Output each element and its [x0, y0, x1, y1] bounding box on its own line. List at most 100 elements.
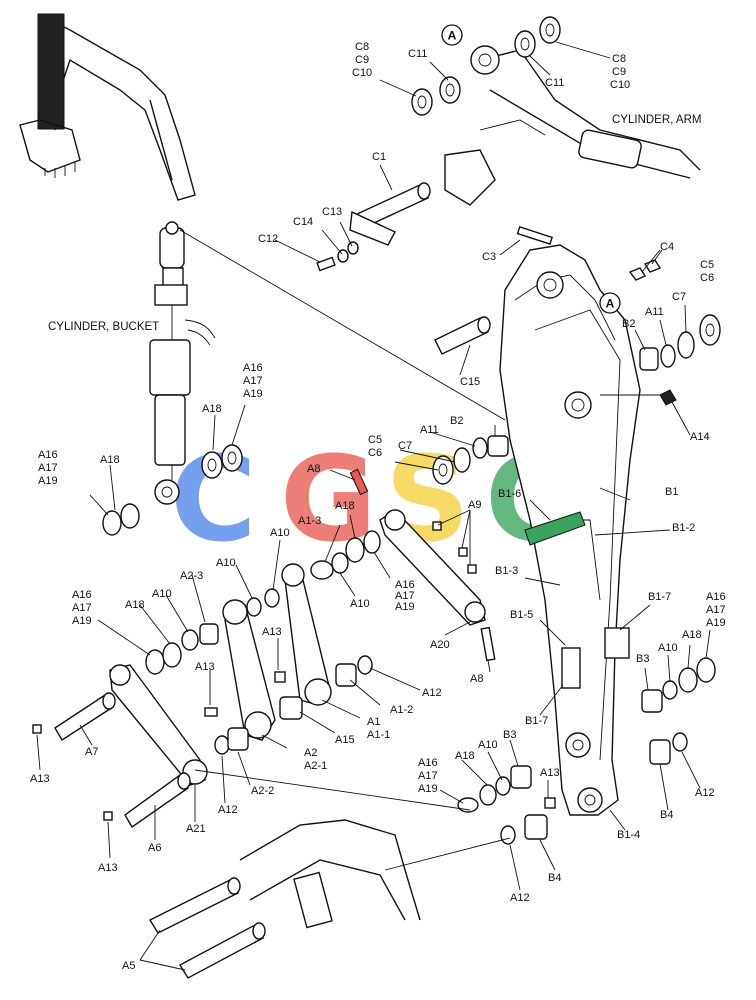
label-a21: A21 [186, 823, 206, 835]
label-a18-f: A18 [455, 750, 475, 762]
label-b3-right: B3 [636, 653, 649, 665]
label-b1-7a: B1-7 [648, 591, 671, 603]
label-b1-5: B1-5 [510, 609, 533, 621]
label-a13-c: A13 [30, 773, 50, 785]
label-c13: C13 [322, 206, 342, 218]
label-a19-c: A19 [395, 601, 415, 613]
b1-6-plate [524, 511, 586, 546]
label-a14: A14 [690, 431, 710, 443]
label-a19-d: A19 [72, 615, 92, 627]
label-a1-1: A1-1 [367, 729, 390, 741]
label-a17-d: A17 [72, 602, 92, 614]
label-c10-top: C10 [352, 67, 372, 79]
label-a12-c: A12 [695, 787, 715, 799]
label-c5-right: C5 [700, 259, 714, 271]
label-c1: C1 [372, 151, 386, 163]
label-a13-a: A13 [262, 626, 282, 638]
label-a19-f: A19 [418, 783, 438, 795]
label-b2-upper: B2 [622, 318, 635, 330]
label-a17-c: A17 [395, 590, 415, 602]
label-a17-a: A17 [243, 375, 263, 387]
arm-cylinder [444, 45, 701, 206]
label-c4: C4 [660, 241, 674, 253]
label-a9: A9 [468, 499, 481, 511]
label-a10-a: A10 [270, 527, 290, 539]
ref-marker-arm: A [599, 292, 621, 314]
label-a18-b: A18 [100, 454, 120, 466]
label-a6: A6 [148, 842, 161, 854]
label-a2-1: A2-1 [304, 760, 327, 772]
label-a10-b: A10 [216, 557, 236, 569]
label-c15: C15 [460, 376, 480, 388]
label-a10-d: A10 [152, 588, 172, 600]
label-a5: A5 [122, 960, 135, 972]
label-b4-low: B4 [548, 872, 561, 884]
caption-cylinder-arm: CYLINDER, ARM [612, 114, 701, 126]
label-b1-4: B1-4 [617, 829, 640, 841]
label-a8-top: A8 [307, 463, 320, 475]
label-a16-d: A16 [72, 589, 92, 601]
label-a1: A1 [367, 716, 380, 728]
label-a2: A2 [304, 747, 317, 759]
label-c14: C14 [293, 216, 313, 228]
label-c6-mid: C6 [368, 447, 382, 459]
label-a10-c: A10 [350, 598, 370, 610]
label-a15: A15 [335, 734, 355, 746]
label-b1: B1 [665, 486, 678, 498]
label-a12-b: A12 [218, 804, 238, 816]
label-c5-mid: C5 [368, 434, 382, 446]
label-a19-e: A19 [706, 617, 726, 629]
pins-and-links [54, 182, 553, 829]
label-a16-a: A16 [243, 362, 263, 374]
label-b1-3: B1-3 [495, 565, 518, 577]
label-c8-right: C8 [612, 53, 626, 65]
label-a7: A7 [85, 746, 98, 758]
label-c8-top: C8 [355, 41, 369, 53]
label-a12-d: A12 [510, 892, 530, 904]
label-a13-e: A13 [540, 767, 560, 779]
label-a18-e: A18 [682, 629, 702, 641]
label-c3: C3 [482, 251, 496, 263]
label-a19-b: A19 [38, 475, 58, 487]
label-a10-e: A10 [658, 642, 678, 654]
label-b1-6: B1-6 [498, 488, 521, 500]
label-a18-red: A18 [335, 500, 355, 512]
label-a2-2: A2-2 [251, 785, 274, 797]
label-a19-a: A19 [243, 388, 263, 400]
label-c11-right: C11 [545, 77, 564, 89]
ref-marker-top: A [441, 24, 463, 46]
label-a11-mid: A11 [420, 424, 439, 436]
label-c12: C12 [258, 233, 278, 245]
label-c11-top: C11 [408, 48, 427, 60]
label-b2-mid: B2 [450, 415, 463, 427]
label-a17-e: A17 [706, 604, 726, 616]
label-a13-b: A13 [195, 661, 215, 673]
label-a2-3: A2-3 [180, 570, 203, 582]
label-a16-c: A16 [395, 579, 415, 591]
label-b4-right: B4 [660, 809, 673, 821]
label-a20: A20 [430, 639, 450, 651]
label-c10-right: C10 [610, 79, 630, 91]
caption-cylinder-bucket: CYLINDER, BUCKET [48, 321, 159, 333]
part-labels: C8 C9 C10 C11 C8 C9 C10 C11 C1 C12 C13 C… [30, 41, 726, 972]
label-c9-right: C9 [612, 66, 626, 78]
label-a12-a: A12 [422, 687, 442, 699]
label-a17-b: A17 [38, 462, 58, 474]
label-a8-bolt: A8 [470, 673, 483, 685]
label-a11-upper: A11 [645, 306, 664, 318]
label-a17-f: A17 [418, 770, 438, 782]
svg-text:A: A [606, 297, 615, 311]
leader-lines [36, 41, 711, 971]
label-b1-2: B1-2 [672, 522, 695, 534]
label-a10-f: A10 [478, 739, 498, 751]
label-c7-mid: C7 [398, 440, 412, 452]
bucket-cylinder [149, 221, 216, 505]
label-a16-e: A16 [706, 591, 726, 603]
label-a18-a: A18 [202, 403, 222, 415]
label-c6-right: C6 [700, 272, 714, 284]
label-c9-top: C9 [355, 54, 369, 66]
label-a16-b: A16 [38, 449, 58, 461]
label-a1-2: A1-2 [390, 704, 413, 716]
svg-text:A: A [448, 29, 457, 43]
